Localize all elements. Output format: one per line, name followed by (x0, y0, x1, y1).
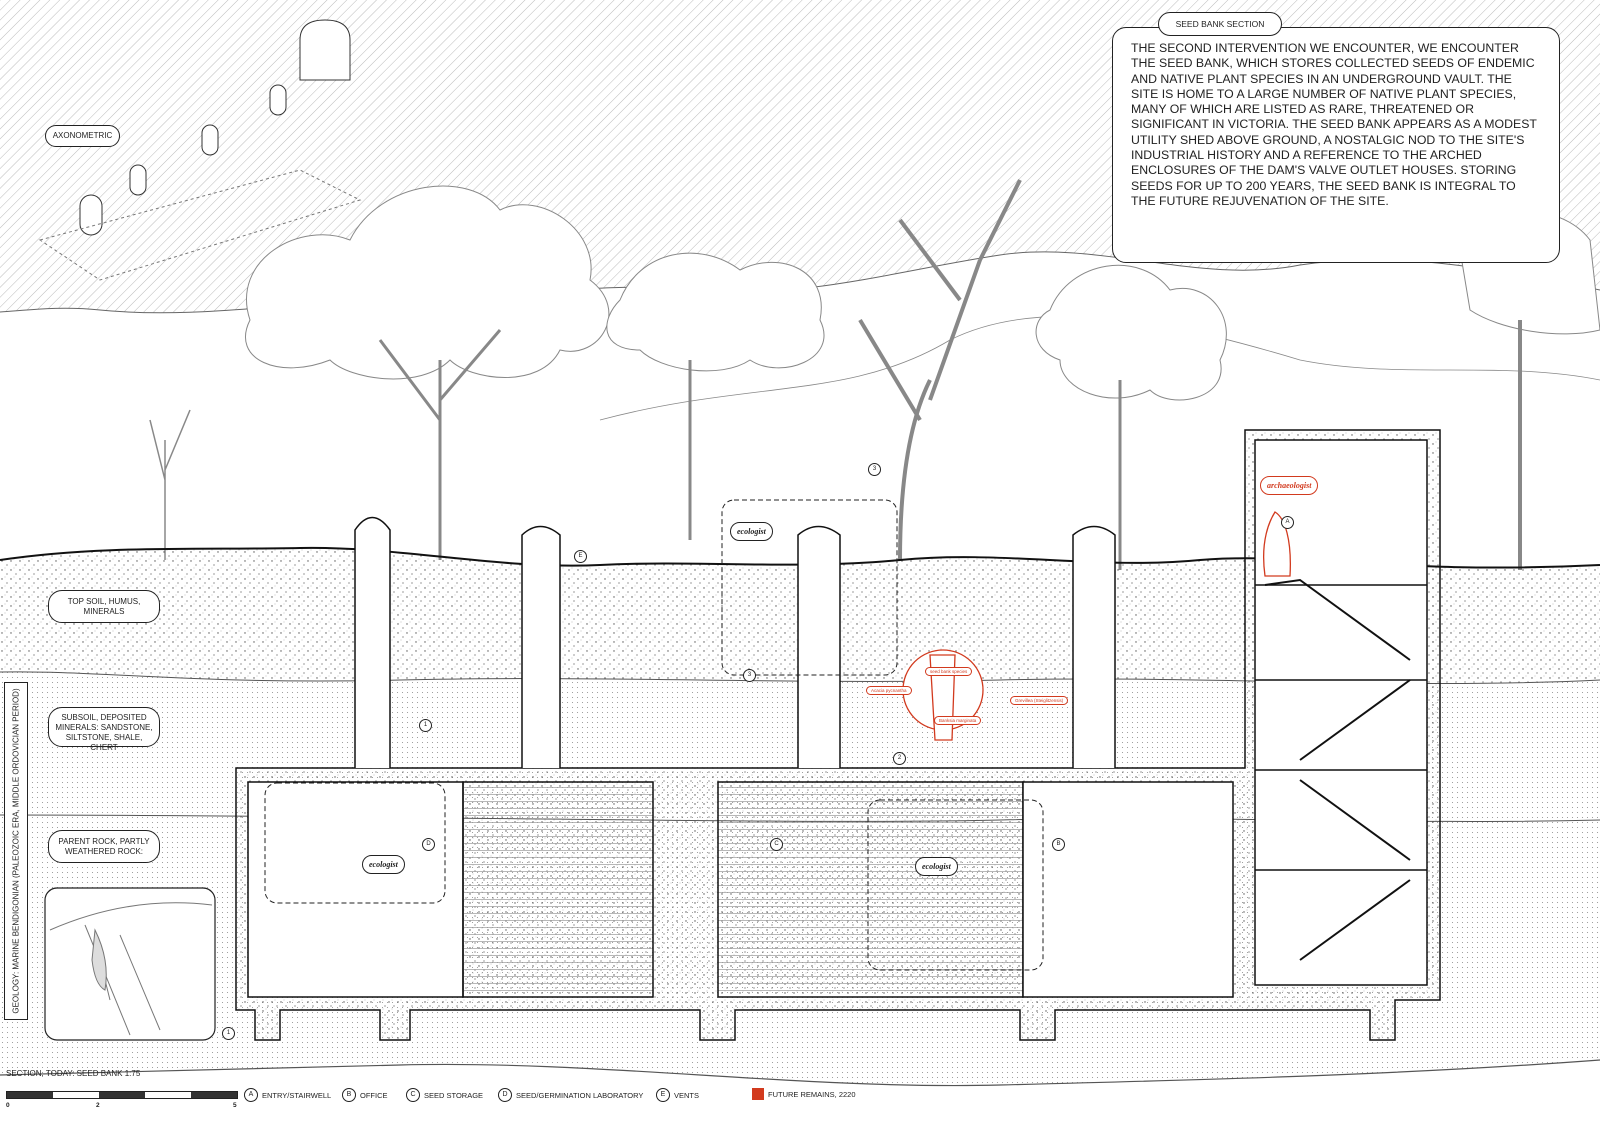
red-label-banksia: Banksia marginata (934, 716, 982, 725)
description-box: THE SECOND INTERVENTION WE ENCOUNTER, WE… (1112, 27, 1560, 263)
archaeologist-bubble: archaeologist (1260, 476, 1319, 495)
legend-label: ENTRY/STAIRWELL (262, 1090, 332, 1100)
subsoil-label: SUBSOIL, DEPOSITED MINERALS: SANDSTONE, … (48, 707, 160, 752)
scale-title: SECTION, TODAY: SEED BANK 1:75 (6, 1069, 141, 1078)
room-storage-left (462, 781, 654, 998)
marker-d: D (422, 838, 435, 851)
scale-tick-5: 5 (233, 1102, 237, 1109)
scale-tick-2: 2 (96, 1102, 100, 1109)
scale-bar (6, 1091, 238, 1099)
legend-label: SEED/GERMINATION LABORATORY (516, 1090, 644, 1100)
legend-key: B (342, 1088, 356, 1102)
legend-label: OFFICE (360, 1090, 388, 1100)
axonometric-drawing (38, 19, 362, 281)
trees (149, 179, 1600, 570)
legend-key: E (656, 1088, 670, 1102)
red-label-seed-bank-species: seed bank species (925, 667, 973, 676)
ecologist-bubble-top: ecologist (730, 522, 773, 541)
legend-key: D (498, 1088, 512, 1102)
red-label-acacia: Acacia pycnantha (866, 686, 912, 695)
description-text: THE SECOND INTERVENTION WE ENCOUNTER, WE… (1131, 41, 1537, 208)
top-soil-label: TOP SOIL, HUMUS, MINERALS (48, 590, 160, 623)
legend-item-b: B OFFICE (342, 1088, 388, 1102)
section-title-tab: SEED BANK SECTION (1158, 12, 1282, 36)
room-office (1022, 781, 1234, 998)
ecologist-bubble-lab: ecologist (362, 855, 405, 874)
legend-label: VENTS (674, 1090, 700, 1100)
marker-b: B (1052, 838, 1065, 851)
marker-c: C (770, 838, 783, 851)
legend-key: C (406, 1088, 420, 1102)
red-label-grevillea: Grevillea (Steiglitzensis) (1010, 696, 1069, 705)
room-storage-right (717, 781, 1024, 998)
bottom-line (0, 1059, 1600, 1087)
marker-e: E (574, 550, 587, 563)
axonometric-label: AXONOMETRIC (45, 125, 120, 147)
legend-key: A (244, 1088, 258, 1102)
stairs (1264, 578, 1411, 961)
legend-item-future-remains: FUTURE REMAINS, 2220 (752, 1088, 856, 1100)
geology-text: GEOLOGY: MARINE BENDIGONIAN (PALEOZOIC E… (11, 688, 21, 1014)
dashed-zones (264, 499, 1044, 971)
marker-3-top: 3 (868, 463, 881, 476)
scale-tick-0: 0 (6, 1102, 10, 1109)
legend-label: FUTURE REMAINS, 2220 (768, 1089, 856, 1099)
marker-1-inset: 1 (222, 1027, 235, 1040)
room-lab (247, 781, 464, 998)
vents (354, 516, 1116, 768)
legend-item-c: C SEED STORAGE (406, 1088, 483, 1102)
ecologist-bubble-storage: ecologist (915, 857, 958, 876)
red-swatch-icon (752, 1088, 764, 1100)
marker-2: 2 (893, 752, 906, 765)
marker-a: A (1281, 516, 1294, 529)
geology-label: GEOLOGY: MARINE BENDIGONIAN (PALEOZOIC E… (4, 682, 28, 1020)
marker-3-mid: 3 (743, 669, 756, 682)
marker-1: 1 (419, 719, 432, 732)
legend-item-e: E VENTS (656, 1088, 699, 1102)
legend-item-d: D SEED/GERMINATION LABORATORY (498, 1088, 643, 1102)
legend-label: SEED STORAGE (424, 1090, 484, 1100)
parent-rock-label: PARENT ROCK, PARTLY WEATHERED ROCK: (48, 830, 160, 863)
inset-map (44, 887, 216, 1041)
legend-item-a: A ENTRY/STAIRWELL (244, 1088, 331, 1102)
